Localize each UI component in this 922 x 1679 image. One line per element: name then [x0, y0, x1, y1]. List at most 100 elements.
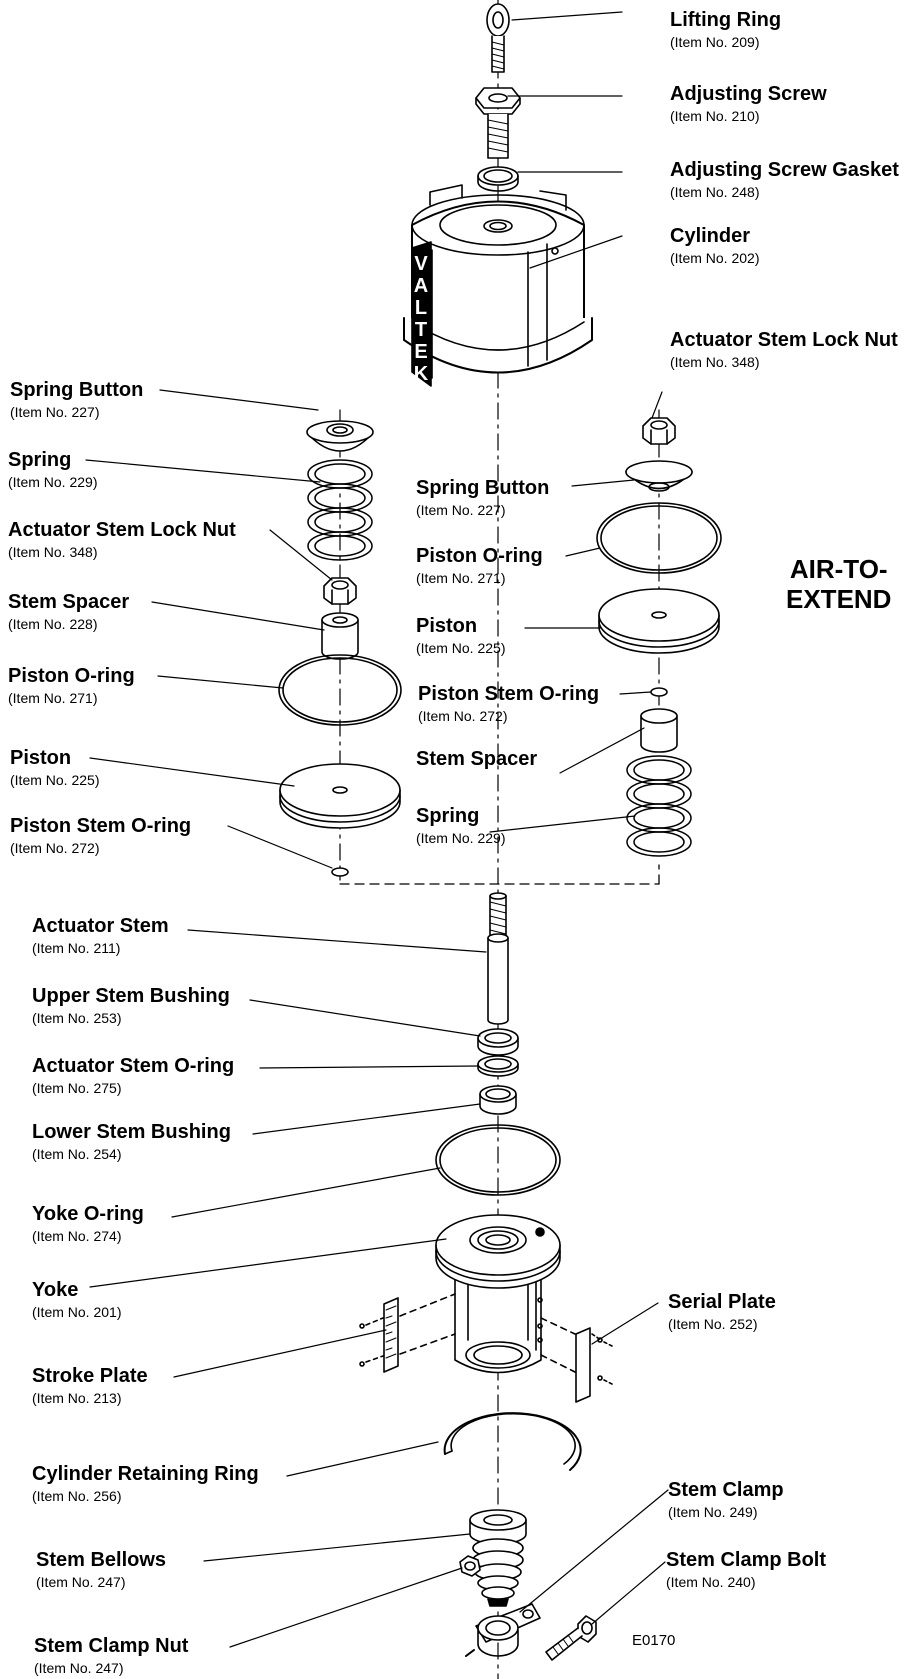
part-name: Cylinder Retaining Ring: [32, 1463, 259, 1485]
label-stem-clamp-bolt: Stem Clamp Bolt (Item No. 240): [666, 1550, 826, 1589]
label-spring-button-left: Spring Button (Item No. 227): [10, 380, 143, 419]
drawing-code: E0170: [632, 1632, 676, 1649]
piston-right-part: [598, 588, 720, 654]
part-name: Piston Stem O-ring: [418, 683, 600, 705]
part-name: Yoke: [32, 1279, 79, 1301]
piston-o-ring-right-part: [596, 502, 722, 574]
label-piston-stem-o-ring-left: Piston Stem O-ring (Item No. 272): [10, 816, 191, 855]
label-yoke: Yoke (Item No. 201): [32, 1280, 121, 1319]
cylinder-logo-letter: T: [415, 319, 427, 341]
yoke-o-ring-part: [435, 1124, 561, 1196]
cylinder-logo-letter: K: [414, 363, 429, 385]
configuration-title-line-2: EXTEND: [786, 584, 892, 614]
label-actuator-stem: Actuator Stem (Item No. 211): [32, 916, 169, 955]
part-name: Piston Stem O-ring: [10, 815, 192, 837]
label-piston-stem-o-ring-right: Piston Stem O-ring (Item No. 272): [418, 684, 599, 723]
yoke-part: [435, 1214, 561, 1374]
label-adjusting-screw: Adjusting Screw (Item No. 210): [670, 84, 827, 123]
configuration-title-line-1: AIR-TO-: [789, 554, 888, 584]
label-actuator-stem-lock-nut-left: Actuator Stem Lock Nut (Item No. 348): [8, 520, 236, 559]
configuration-title: AIR-TO- EXTEND: [786, 554, 891, 614]
leader-lines: [85, 11, 669, 1648]
label-piston-right: Piston (Item No. 225): [416, 616, 505, 655]
part-item-number: (Item No. 256): [32, 1488, 122, 1504]
part-item-number: (Item No. 240): [666, 1574, 756, 1590]
adjusting-screw-gasket-part: [477, 166, 519, 192]
part-name: Stem Clamp Bolt: [666, 1549, 827, 1571]
label-spring-button-right: Spring Button (Item No. 227): [416, 478, 549, 517]
part-name: Actuator Stem O-ring: [32, 1055, 235, 1077]
part-name: Adjusting Screw: [670, 83, 827, 105]
piston-stem-o-ring-left-part: [331, 867, 349, 877]
part-name: Serial Plate: [668, 1291, 776, 1313]
part-name: Yoke O-ring: [32, 1203, 144, 1225]
label-spring-right: Spring (Item No. 229): [416, 806, 505, 845]
part-item-number: (Item No. 253): [32, 1010, 122, 1026]
serial-plate-part: [540, 1317, 613, 1403]
label-serial-plate: Serial Plate (Item No. 252): [668, 1292, 776, 1331]
cylinder-part: [403, 184, 593, 387]
part-name: Stem Spacer: [8, 591, 130, 613]
label-stem-spacer-right: Stem Spacer: [416, 749, 537, 769]
label-spring-left: Spring (Item No. 229): [8, 450, 97, 489]
part-name: Cylinder: [670, 225, 751, 247]
spring-left-part: [307, 459, 373, 561]
assembly-path: [339, 864, 660, 885]
actuator-stem-lock-nut-left-part: [323, 577, 357, 605]
part-item-number: (Item No. 272): [10, 840, 100, 856]
part-item-number: (Item No. 229): [8, 474, 98, 490]
part-name: Spring Button: [10, 379, 144, 401]
part-item-number: (Item No. 248): [670, 184, 760, 200]
label-stroke-plate: Stroke Plate (Item No. 213): [32, 1366, 148, 1405]
spring-right-part: [626, 755, 692, 857]
part-name: Stem Clamp Nut: [34, 1635, 189, 1657]
stem-spacer-left-part: [321, 612, 359, 660]
spring-button-left-part: [306, 420, 374, 452]
upper-stem-bushing-part: [477, 1028, 519, 1056]
label-adjusting-screw-gasket: Adjusting Screw Gasket (Item No. 248): [670, 160, 899, 199]
piston-stem-o-ring-right-part: [650, 687, 668, 697]
label-actuator-stem-o-ring: Actuator Stem O-ring (Item No. 275): [32, 1056, 234, 1095]
piston-o-ring-left-part: [278, 654, 402, 726]
part-name: Piston O-ring: [8, 665, 135, 687]
cylinder-retaining-ring-part: [443, 1412, 582, 1471]
part-item-number: (Item No. 272): [418, 708, 508, 724]
part-name: Lifting Ring: [670, 9, 782, 31]
part-name: Lower Stem Bushing: [32, 1121, 231, 1143]
part-item-number: (Item No. 213): [32, 1390, 122, 1406]
part-item-number: (Item No. 247): [36, 1574, 126, 1590]
stroke-plate-part: [359, 1293, 456, 1373]
cylinder-logo-letter: A: [414, 275, 428, 297]
part-item-number: (Item No. 201): [32, 1304, 122, 1320]
part-name: Stem Clamp: [668, 1479, 784, 1501]
actuator-stem-o-ring-part: [477, 1055, 519, 1077]
stem-clamp-part: [465, 1603, 541, 1657]
part-item-number: (Item No. 254): [32, 1146, 122, 1162]
part-name: Spring: [8, 449, 72, 471]
part-item-number: (Item No. 227): [416, 502, 506, 518]
label-piston-o-ring-left: Piston O-ring (Item No. 271): [8, 666, 135, 705]
piston-left-part: [279, 763, 401, 829]
part-item-number: (Item No. 228): [8, 616, 98, 632]
label-piston-left: Piston (Item No. 225): [10, 748, 99, 787]
cylinder-logo-letter: V: [414, 253, 428, 275]
lifting-ring-part: [486, 3, 510, 73]
part-item-number: (Item No. 210): [670, 108, 760, 124]
label-cylinder: Cylinder (Item No. 202): [670, 226, 759, 265]
part-item-number: (Item No. 271): [8, 690, 98, 706]
label-lifting-ring: Lifting Ring (Item No. 209): [670, 10, 781, 49]
adjusting-screw-part: [475, 87, 521, 159]
part-name: Actuator Stem Lock Nut: [670, 329, 898, 351]
part-name: Actuator Stem Lock Nut: [8, 519, 236, 541]
stem-clamp-bolt-part: [545, 1615, 597, 1661]
part-name: Piston: [416, 615, 478, 637]
label-stem-clamp: Stem Clamp (Item No. 249): [668, 1480, 784, 1519]
actuator-stem-lock-nut-right-part: [642, 417, 676, 445]
part-item-number: (Item No. 227): [10, 404, 100, 420]
part-name: Adjusting Screw Gasket: [670, 159, 899, 181]
label-actuator-stem-lock-nut-right: Actuator Stem Lock Nut (Item No. 348): [670, 330, 898, 369]
part-name: Upper Stem Bushing: [32, 985, 230, 1007]
label-stem-bellows: Stem Bellows (Item No. 247): [36, 1550, 166, 1589]
part-item-number: (Item No. 249): [668, 1504, 758, 1520]
actuator-stem-part: [487, 892, 509, 1025]
